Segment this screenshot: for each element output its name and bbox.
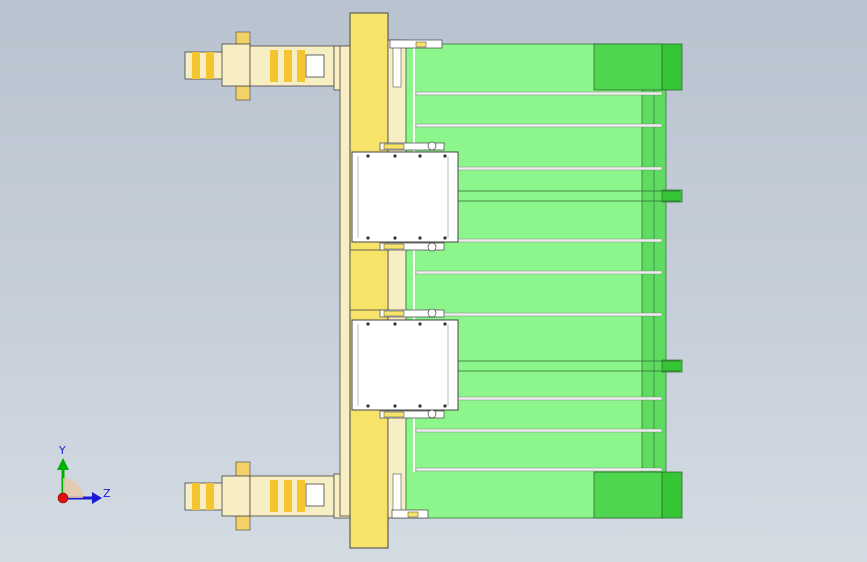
inner-side-rail [387,39,407,519]
bolt [366,404,370,408]
tie-rod [415,312,663,317]
bolt [418,322,422,326]
lower-cylinder-housing [351,319,459,411]
upper-rod-top-eye [427,141,437,151]
top-latch [389,39,443,49]
upper-rod-top [379,142,445,151]
bolt [443,154,447,158]
bottom-bracket-band-2 [284,480,292,512]
tie-rod [415,270,663,275]
top-bracket-band-3 [297,50,305,82]
lower-rod-top-eye [427,308,437,318]
z-axis-label: Z [103,487,111,500]
bolt [366,236,370,240]
bottom-pivot-bracket[interactable] [184,461,351,531]
coordinate-triad[interactable]: Y Z [57,444,111,504]
bolt [418,236,422,240]
bolt [443,404,447,408]
bottom-pin-cap-lower [235,515,251,531]
top-clevis-band-1 [192,52,200,79]
top-clevis-band-2 [206,52,214,79]
upper-rod-bottom [379,242,445,251]
top-bracket-band-2 [284,50,292,82]
lower-cylinder-assembly[interactable] [351,308,459,419]
bottom-bracket-slot [305,483,325,507]
bolt [393,322,397,326]
lower-rod-bottom-eye [427,409,437,419]
bolt [418,404,422,408]
bolt [366,322,370,326]
bottom-bracket-band-3 [297,480,305,512]
spacer-blocks [349,249,389,311]
upper-tie-lug [661,189,683,203]
top-pin-body [221,43,251,87]
upper-cylinder-housing [351,151,459,243]
lower-rod-bottom [379,410,445,419]
upper-cylinder-assembly[interactable] [351,141,459,252]
bolt [366,154,370,158]
bolt [443,236,447,240]
top-latch-collar [415,41,427,48]
plate-stack-body [405,43,663,519]
tie-rod [415,123,663,128]
bolt [393,404,397,408]
bottom-pin-cap-upper [235,461,251,477]
bottom-pin-body [221,475,251,517]
tie-rod [415,467,663,472]
bottom-latch [391,509,429,519]
top-bracket-band-1 [270,50,278,82]
upper-rod-bottom-eye [427,242,437,252]
top-bracket-slot [305,54,325,78]
tie-rod [415,428,663,433]
bottom-latch-collar [407,511,419,518]
top-end-block [593,43,663,91]
y-axis-label: Y [58,444,66,457]
triad-plane-wedge [63,478,83,498]
x-axis-origin-dot [57,492,69,504]
upper-rod-top-collar [383,143,405,150]
tie-rod [415,91,663,96]
middle-spacer-block [349,249,389,311]
tie-rods [415,91,663,472]
bolt [443,322,447,326]
top-pivot-bracket[interactable] [184,31,351,101]
bolt [418,154,422,158]
green-plate-stack[interactable] [405,43,683,519]
z-axis-arrow-head [92,492,102,504]
bottom-end-block [593,471,663,519]
top-pin-cap-lower [235,85,251,101]
bolt [393,236,397,240]
top-pin-cap-upper [235,31,251,45]
lower-rod-top [379,309,445,318]
top-end-block-edge [661,43,683,91]
bottom-end-block-edge [661,471,683,519]
bottom-bracket-band-1 [270,480,278,512]
lower-tie-lug [661,359,683,373]
bolt [393,154,397,158]
bottom-clevis-band-2 [206,483,214,510]
top-end-cap [392,44,402,88]
lower-rod-top-collar [383,310,405,317]
upper-rod-bottom-collar [383,243,405,250]
y-axis-arrow-head [57,458,69,470]
bottom-clevis-band-1 [192,483,200,510]
lower-rod-bottom-collar [383,411,405,418]
